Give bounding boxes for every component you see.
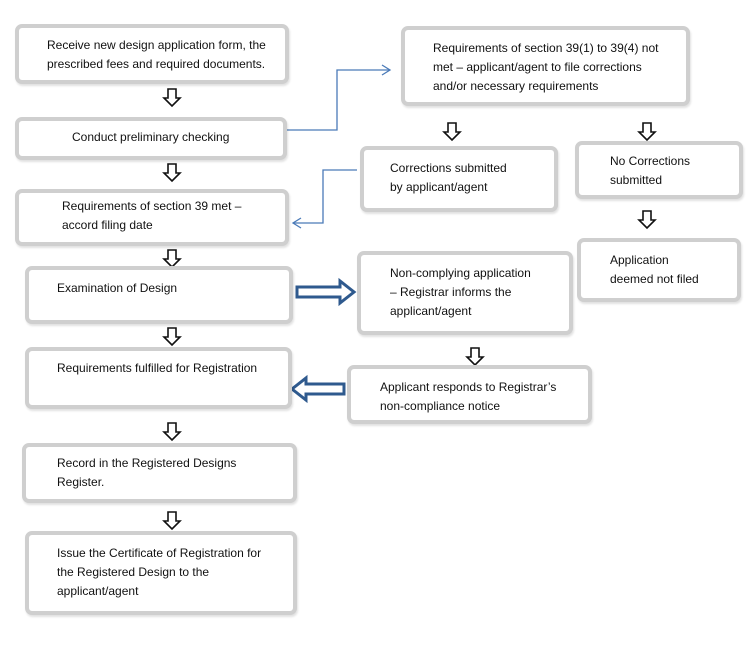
connector-corrections-arrowhead (291, 217, 302, 229)
node-corrections-label: Corrections submitted by applicant/agent (390, 161, 507, 194)
node-issue-label: Issue the Certificate of Registration fo… (57, 546, 262, 598)
node-record-label: Record in the Registered Designs Registe… (57, 456, 237, 489)
node-req-not-met (401, 26, 690, 106)
down-arrow-4 (162, 327, 182, 347)
node-non-complying (357, 251, 573, 335)
down-arrow-3 (162, 249, 182, 269)
down-arrow-8 (637, 122, 657, 142)
connector-corrections-to-req-met (293, 169, 357, 224)
node-corrections (360, 146, 558, 212)
down-arrow-1 (162, 88, 182, 108)
node-receive (15, 24, 289, 84)
node-preliminary-label: Conduct preliminary checking (72, 130, 230, 144)
node-req-met-label: Requirements of section 39 met – accord … (62, 199, 242, 232)
node-no-corrections (575, 141, 743, 199)
node-preliminary (15, 117, 287, 160)
node-issue (25, 531, 297, 615)
node-no-corrections-label: No Corrections submitted (610, 154, 691, 187)
node-non-complying-label: Non-complying application – Registrar in… (390, 266, 531, 318)
node-responds (347, 365, 592, 424)
down-arrow-5 (162, 422, 182, 442)
node-req-not-met-label: Requirements of section 39(1) to 39(4) n… (433, 41, 659, 93)
down-arrow-7 (442, 122, 462, 142)
down-arrow-6 (162, 511, 182, 531)
thick-arrow-right (295, 277, 357, 307)
node-record (22, 443, 297, 503)
node-not-filed-label: Application deemed not filed (610, 253, 699, 286)
node-not-filed (577, 238, 741, 302)
node-receive-label: Receive new design application form, the… (47, 38, 266, 71)
connector-preliminary-arrowhead (381, 64, 392, 76)
connector-preliminary-to-req-not-met (287, 69, 390, 131)
node-req-met (15, 189, 289, 246)
thick-arrow-left (289, 374, 346, 404)
node-fulfilled-label: Requirements fulfilled for Registration (57, 361, 258, 375)
node-examination (25, 266, 293, 324)
down-arrow-9 (637, 210, 657, 230)
down-arrow-2 (162, 163, 182, 183)
node-responds-label: Applicant responds to Registrar’s non-co… (380, 380, 557, 413)
node-fulfilled (25, 347, 292, 409)
down-arrow-10 (465, 347, 485, 367)
node-examination-label: Examination of Design (57, 281, 178, 295)
